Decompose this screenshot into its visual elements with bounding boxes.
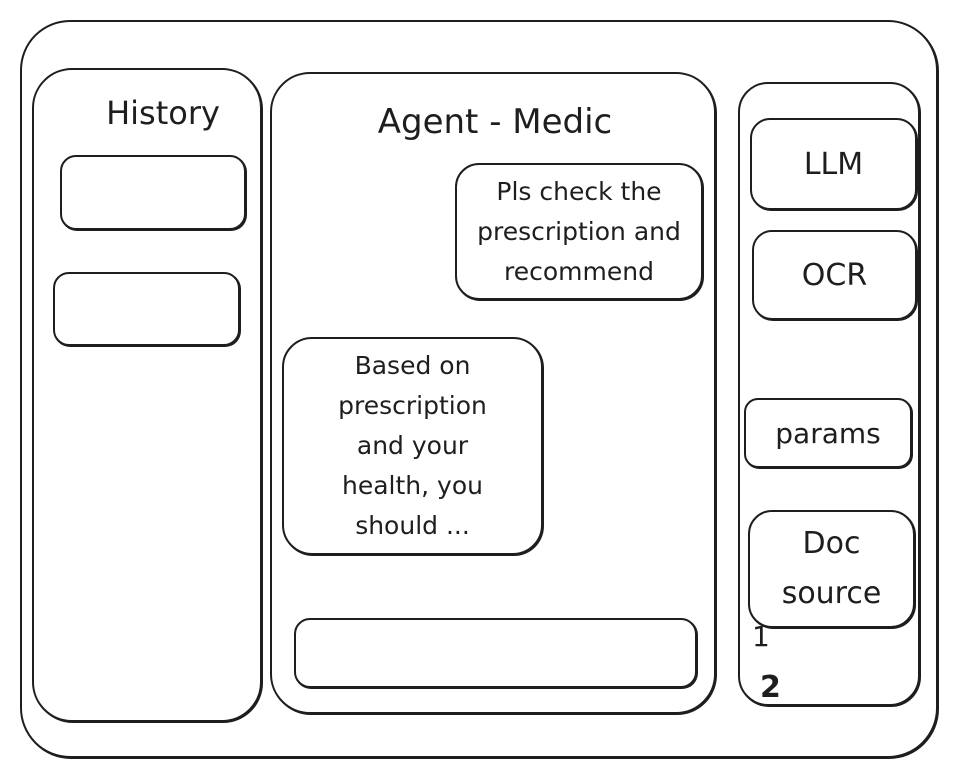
user-message-text: Pls check the prescription and recommend [477, 176, 681, 286]
agent-message-bubble: Based on prescription and your health, y… [282, 337, 543, 555]
doc-source-button[interactable]: Doc source [748, 510, 915, 628]
params-button[interactable]: params [744, 398, 912, 468]
history-item[interactable] [53, 272, 240, 346]
chat-input[interactable] [294, 618, 697, 688]
llm-button[interactable]: LLM [750, 118, 917, 210]
history-item[interactable] [60, 155, 246, 230]
doc-list-item[interactable]: 1 [752, 620, 770, 653]
agent-message-text: Based on prescription and your health, y… [338, 351, 487, 540]
history-title: History [106, 94, 220, 132]
user-message-bubble: Pls check the prescription and recommend [455, 163, 703, 300]
ocr-button[interactable]: OCR [752, 230, 917, 320]
doc-list-item[interactable]: 2 [760, 670, 781, 705]
chat-title: Agent - Medic [377, 102, 613, 142]
